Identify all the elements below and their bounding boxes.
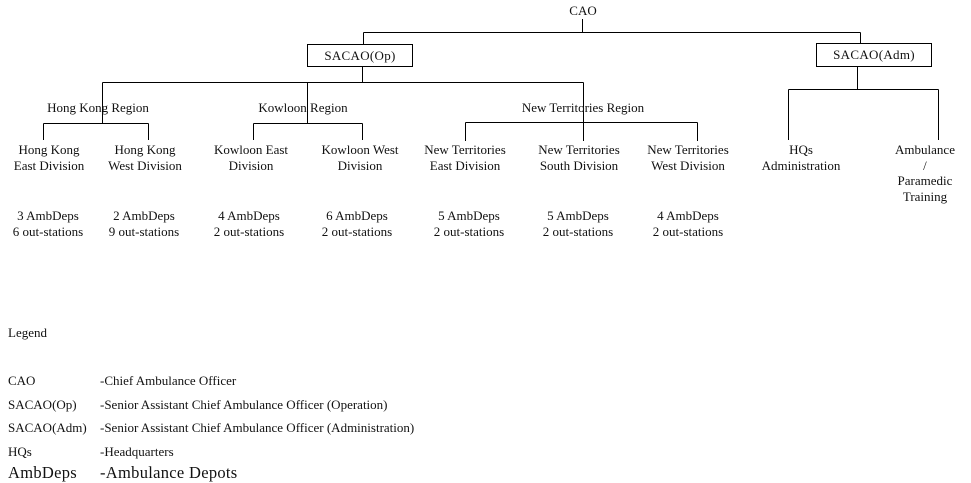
stats-nt-west: 4 AmbDeps 2 out-stations bbox=[652, 208, 724, 239]
org-node-new-territories-region: New Territories Region bbox=[521, 100, 645, 115]
legend-term-sacao-adm: SACAO(Adm) bbox=[8, 420, 87, 435]
legend-definition-sacao-adm: -Senior Assistant Chief Ambulance Office… bbox=[100, 420, 415, 435]
stats-hk-west: 2 AmbDeps 9 out-stations bbox=[108, 208, 180, 239]
connector-path bbox=[43, 19, 939, 141]
legend-row-sacao-op: SACAO(Op) -Senior Assistant Chief Ambulan… bbox=[8, 397, 388, 413]
legend-definition-cao: -Chief Ambulance Officer bbox=[100, 373, 237, 388]
org-node-nt-south-division: New Territories South Division bbox=[538, 142, 620, 173]
legend-definition-hqs: -Headquarters bbox=[100, 444, 174, 459]
org-node-kowloon-west-division: Kowloon West Division bbox=[321, 142, 399, 173]
org-node-hk-east-division: Hong Kong East Division bbox=[13, 142, 85, 173]
legend-term-ambdeps: AmbDeps bbox=[8, 463, 78, 482]
org-node-kowloon-region: Kowloon Region bbox=[258, 100, 348, 115]
stats-nt-south: 5 AmbDeps 2 out-stations bbox=[542, 208, 614, 239]
org-node-nt-west-division: New Territories West Division bbox=[647, 142, 729, 173]
org-node-hk-west-division: Hong Kong West Division bbox=[108, 142, 182, 173]
legend-term-sacao-op: SACAO(Op) bbox=[8, 397, 77, 412]
stats-nt-east: 5 AmbDeps 2 out-stations bbox=[433, 208, 505, 239]
stats-kowloon-west: 6 AmbDeps 2 out-stations bbox=[321, 208, 393, 239]
sacao-adm-box bbox=[816, 43, 932, 67]
org-node-sacao-op: SACAO(Op) bbox=[324, 48, 396, 63]
legend-title: Legend bbox=[8, 325, 47, 340]
legend-row-ambdeps: AmbDeps -Ambulance Depots bbox=[8, 463, 238, 483]
org-node-cao: CAO bbox=[569, 3, 597, 18]
org-node-hong-kong-region: Hong Kong Region bbox=[47, 100, 149, 115]
org-node-ambulance-paramedic-training: Ambulance / Paramedic Training bbox=[895, 142, 955, 204]
legend-row-cao: CAO -Chief Ambulance Officer bbox=[8, 373, 236, 389]
stats-hk-east: 3 AmbDeps 6 out-stations bbox=[12, 208, 84, 239]
legend-row-sacao-adm: SACAO(Adm) -Senior Assistant Chief Ambula… bbox=[8, 420, 414, 436]
legend-term-cao: CAO bbox=[8, 373, 36, 388]
org-node-hqs-administration: HQs Administration bbox=[761, 142, 841, 173]
legend-row-hqs: HQs -Headquarters bbox=[8, 444, 174, 460]
legend-term-hqs: HQs bbox=[8, 444, 32, 459]
stats-kowloon-east: 4 AmbDeps 2 out-stations bbox=[213, 208, 285, 239]
org-node-sacao-adm: SACAO(Adm) bbox=[833, 47, 915, 62]
legend-definition-sacao-op: -Senior Assistant Chief Ambulance Office… bbox=[100, 397, 388, 412]
sacao-op-box bbox=[307, 44, 413, 67]
org-node-nt-east-division: New Territories East Division bbox=[424, 142, 506, 173]
org-node-kowloon-east-division: Kowloon East Division bbox=[213, 142, 289, 173]
legend-definition-ambdeps: -Ambulance Depots bbox=[100, 463, 238, 482]
